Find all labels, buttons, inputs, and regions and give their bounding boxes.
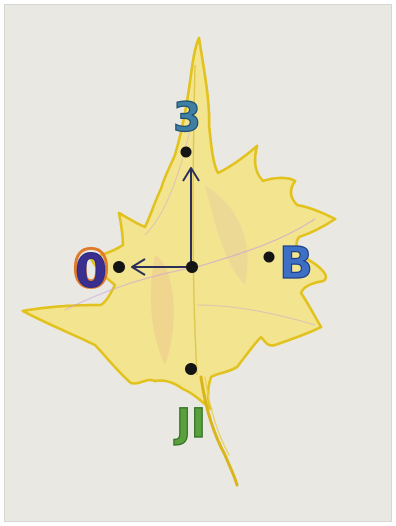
label-right: B bbox=[279, 238, 313, 289]
dot-center bbox=[186, 261, 198, 273]
label-top: 3 bbox=[173, 95, 201, 141]
leaf-drawing: 3 0 0 B JI bbox=[5, 5, 392, 522]
label-left: 0 bbox=[75, 244, 107, 298]
dot-left bbox=[113, 261, 125, 273]
dot-right bbox=[264, 252, 275, 263]
dot-top bbox=[181, 147, 192, 158]
dot-bottom bbox=[185, 363, 197, 375]
label-bottom: JI bbox=[173, 401, 206, 447]
photo-frame: 3 0 0 B JI bbox=[4, 4, 392, 522]
